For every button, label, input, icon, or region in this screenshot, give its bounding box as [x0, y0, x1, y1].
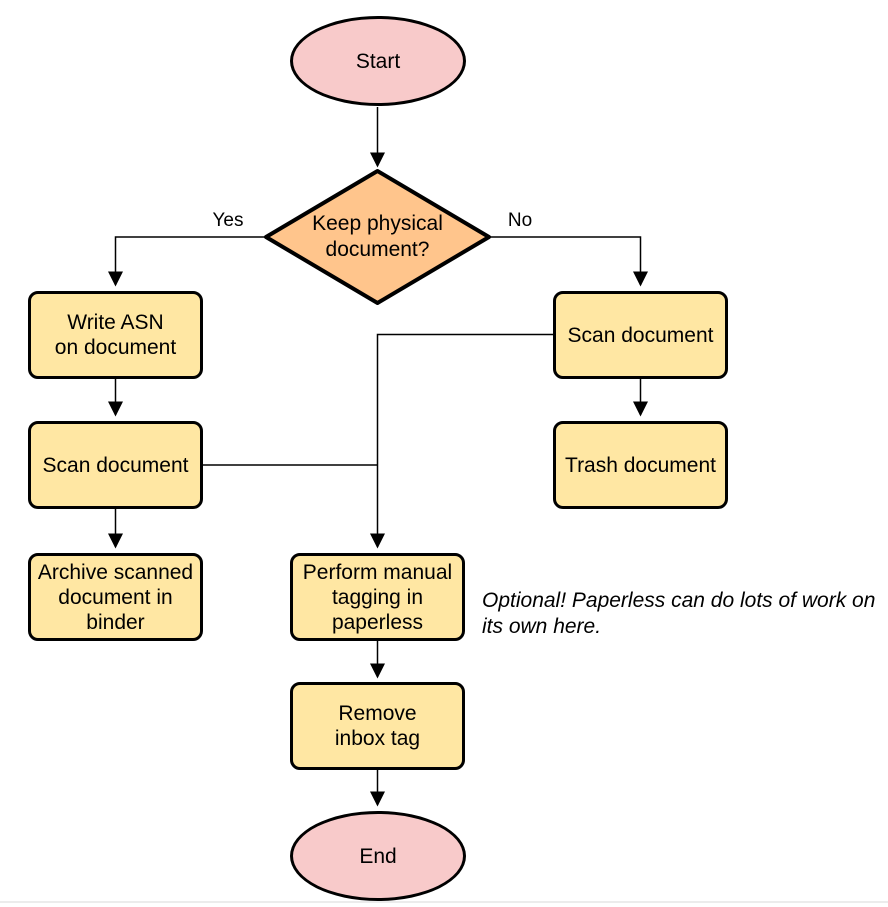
node-trash-document-label: Trash document — [565, 453, 716, 477]
node-archive-label: Archive scanned document in binder — [37, 560, 194, 634]
node-start: Start — [290, 16, 466, 106]
node-scan-document-right-label: Scan document — [567, 323, 714, 347]
edge-decision-no-to-scan-right — [489, 236, 648, 287]
edge-label-yes: Yes — [212, 210, 244, 231]
node-end: End — [290, 811, 466, 901]
node-write-asn-label: Write ASN on document — [54, 311, 177, 359]
node-end-label: End — [359, 844, 397, 868]
edge-decision-yes-to-write-asn — [108, 236, 266, 287]
annotation-optional-note: Optional! Paperless can do lots of work … — [482, 589, 876, 638]
node-start-label: Start — [355, 49, 401, 73]
edge-scan-right-to-perform-tagging — [370, 333, 553, 549]
node-scan-document-left-label: Scan document — [42, 453, 189, 477]
bottom-divider-line — [0, 901, 888, 903]
decision-diamond-shape — [264, 169, 491, 305]
node-remove-inbox-tag: Remove inbox tag — [290, 682, 465, 770]
node-remove-inbox-tag-label: Remove inbox tag — [334, 702, 421, 750]
node-write-asn-on-document: Write ASN on document — [28, 291, 203, 379]
edge-label-no: No — [507, 210, 533, 231]
node-perform-manual-tagging: Perform manual tagging in paperless — [290, 553, 465, 641]
node-archive-scanned-document: Archive scanned document in binder — [28, 553, 203, 641]
node-decision-label: Keep physical document? — [312, 212, 443, 261]
node-scan-document-left: Scan document — [28, 421, 203, 509]
node-perform-tagging-label: Perform manual tagging in paperless — [302, 560, 453, 634]
node-trash-document: Trash document — [553, 421, 728, 509]
node-scan-document-right: Scan document — [553, 291, 728, 379]
